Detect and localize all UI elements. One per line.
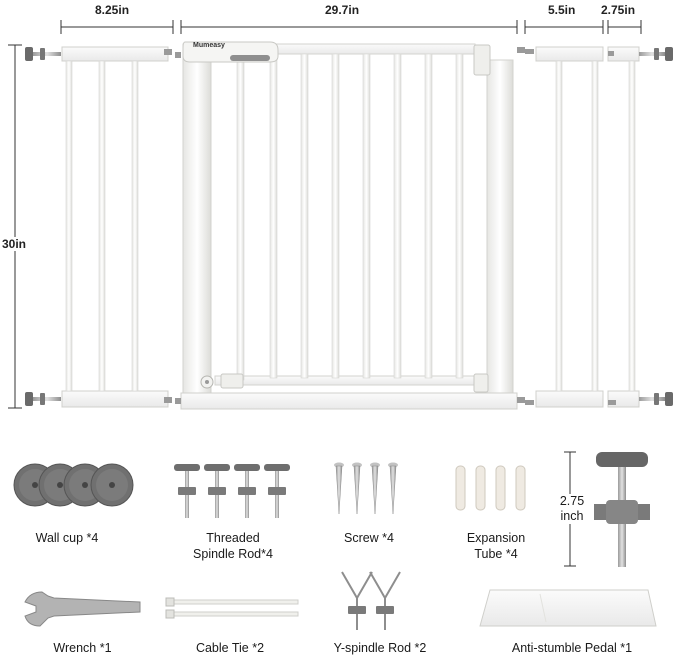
label-expansion-line1: Expansion: [466, 531, 526, 545]
y-spindle-rod-nuts: [348, 606, 394, 614]
screw-icon: [334, 462, 398, 515]
dim-height: 30in: [2, 237, 27, 251]
threaded-spindle-rod-icon: [174, 464, 290, 518]
label-wall-cup: Wall cup *4: [35, 531, 99, 545]
dim-spindle-unit: inch: [560, 509, 584, 523]
label-wrench: Wrench *1: [53, 641, 112, 655]
cable-tie-icon: [165, 597, 299, 619]
label-threaded-spindle-rod: Threaded Spindle Rod*4: [168, 530, 298, 562]
dim-spindle-value: 2.75: [559, 494, 585, 508]
brand-logo: Mumeasy: [193, 42, 225, 49]
label-threaded-line1: Threaded: [206, 531, 260, 545]
label-screw: Screw *4: [343, 531, 395, 545]
mid-extension: [525, 46, 604, 408]
expansion-tube-icon: [455, 465, 526, 511]
y-spindle-rod-icon: [341, 571, 401, 630]
left-wall-spindle-top: [25, 47, 61, 61]
main-gate: [175, 41, 525, 410]
wall-cup-icon: [13, 463, 134, 507]
label-threaded-line2: Spindle Rod*4: [193, 547, 273, 561]
dim-mid-extension: 5.5in: [548, 3, 576, 17]
label-anti-stumble-pedal: Anti-stumble Pedal *1: [511, 641, 633, 655]
dim-gate-width: 29.7in: [325, 3, 360, 17]
large-spindle-icon: [594, 452, 650, 567]
dim-small-extension: 2.75in: [601, 3, 636, 17]
left-wall-spindle-bottom: [25, 392, 61, 406]
label-expansion-tube: Expansion Tube *4: [446, 530, 546, 562]
right-wall-spindle-bottom: [639, 392, 673, 406]
left-extension: [61, 46, 172, 408]
dim-left-extension: 8.25in: [95, 3, 130, 17]
dim-spindle-length: 2.75 inch: [553, 494, 591, 524]
label-expansion-line2: Tube *4: [474, 547, 518, 561]
wrench-icon: [24, 591, 141, 627]
right-wall-spindle-top: [639, 47, 673, 61]
dimension-lines: [8, 20, 642, 567]
label-y-spindle-rod: Y-spindle Rod *2: [333, 641, 427, 655]
anti-stumble-pedal-icon: [479, 589, 657, 627]
label-cable-tie: Cable Tie *2: [195, 641, 265, 655]
small-extension: [607, 46, 640, 408]
